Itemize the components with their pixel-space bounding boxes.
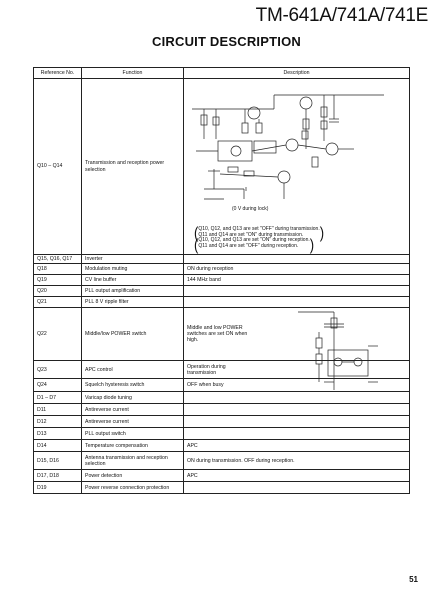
ref-cell: D13 xyxy=(33,427,82,441)
function-cell: Antireverse current xyxy=(81,403,184,417)
function-cell: APC control xyxy=(81,360,184,380)
model-number: TM-641A/741A/741E xyxy=(255,5,429,26)
function-cell: PLL 8 V ripple filter xyxy=(81,296,184,309)
ref-cell: Q24 xyxy=(33,378,82,393)
function-cell: PLL output amplification xyxy=(81,285,184,298)
description-cell: ON during transmission. OFF during recep… xyxy=(183,451,410,471)
ref-cell: D11 xyxy=(33,403,82,417)
column-header-reference: Reference No. xyxy=(33,67,82,79)
ref-cell: Q20 xyxy=(33,285,82,298)
ref-cell: Q22 xyxy=(33,307,82,362)
table-row: Q22 Middle/low POWER switch Middle and l… xyxy=(33,307,410,391)
description-cell: (0 V during lock) ( Q10, Q12, and Q13 ar… xyxy=(183,78,410,255)
function-cell: Modulation muting xyxy=(81,263,184,276)
lock-voltage-caption: (0 V during lock) xyxy=(232,206,269,212)
table-row: D11 Antireverse current xyxy=(33,403,410,417)
table-row: Q18 Modulation muting ON during receptio… xyxy=(33,263,410,276)
ref-cell: D17, D18 xyxy=(33,469,82,483)
function-cell: Power reverse connection protection xyxy=(81,481,184,495)
reception-note-line: Q11 and Q14 are set "OFF" during recepti… xyxy=(198,243,299,250)
description-cell xyxy=(183,285,410,298)
ref-cell: Q10 – Q14 xyxy=(33,78,82,255)
table-row: D14 Temperature compensation APC xyxy=(33,439,410,453)
description-cell xyxy=(183,415,410,429)
function-cell: CV line buffer xyxy=(81,274,184,287)
ref-cell: D15, D16 xyxy=(33,451,82,471)
table-row: Q24 Squelch hysteresis switch OFF when b… xyxy=(33,378,410,393)
q22-q23-schematic xyxy=(298,311,378,391)
ref-cell: Q19 xyxy=(33,274,82,287)
ref-cell: Q23 xyxy=(33,360,82,380)
ref-cell: D12 xyxy=(33,415,82,429)
description-cell xyxy=(183,253,410,265)
table-row: Q20 PLL output amplification xyxy=(33,285,410,298)
circuit-description-table: Reference No. Function Description Q10 –… xyxy=(33,67,410,495)
page-number: 51 xyxy=(409,575,418,584)
table-row: Q23 APC control Operation during transmi… xyxy=(33,360,410,380)
table-row: D17, D18 Power detection APC xyxy=(33,469,410,483)
table-row: D15, D16 Antenna transmission and recept… xyxy=(33,451,410,471)
table-row: D12 Antireverse current xyxy=(33,415,410,429)
function-cell: PLL output switch xyxy=(81,427,184,441)
function-cell: Power detection xyxy=(81,469,184,483)
description-cell: APC xyxy=(183,469,410,483)
ref-cell: D14 xyxy=(33,439,82,453)
function-cell: Inverter xyxy=(81,253,184,265)
description-cell xyxy=(183,427,410,441)
q23-description: Operation during transmission xyxy=(187,363,226,376)
transmission-note: ( Q10, Q12, and Q13 are set "OFF" during… xyxy=(194,223,409,242)
table-row: Q19 CV line buffer 144 MHz band xyxy=(33,274,410,287)
function-cell: Antenna transmission and reception selec… xyxy=(81,451,184,471)
reception-note: ( Q10, Q12, and Q13 are set "ON" during … xyxy=(194,235,409,254)
column-header-function: Function xyxy=(81,67,184,79)
function-cell: Antireverse current xyxy=(81,415,184,429)
table-row: Q15, Q16, Q17 Inverter xyxy=(33,253,410,265)
bracket-close-icon: ) xyxy=(309,235,315,254)
function-cell: Temperature compensation xyxy=(81,439,184,453)
description-cell: Middle and low POWER switches are set ON… xyxy=(183,307,410,391)
bracket-open-icon: ( xyxy=(194,223,199,242)
table-row: D13 PLL output switch xyxy=(33,427,410,441)
column-header-description: Description xyxy=(183,67,410,79)
ref-cell: D1 – D7 xyxy=(33,391,82,405)
ref-cell: Q18 xyxy=(33,263,82,276)
description-cell: 144 MHz band xyxy=(183,274,410,287)
bracket-open-icon: ( xyxy=(194,235,199,254)
table-row: D1 – D7 Varicap diode tuning xyxy=(33,391,410,405)
reception-note-line: Q10, Q12, and Q13 are set "ON" during re… xyxy=(198,237,310,244)
ref-cell: Q21 xyxy=(33,296,82,309)
table-row: D19 Power reverse connection protection xyxy=(33,481,410,495)
ref-cell: Q15, Q16, Q17 xyxy=(33,253,82,265)
function-cell: Varicap diode tuning xyxy=(81,391,184,405)
power-selection-schematic xyxy=(192,94,384,200)
ref-cell: D19 xyxy=(33,481,82,495)
bracket-close-icon: ) xyxy=(319,223,325,242)
table-header-row: Reference No. Function Description xyxy=(33,67,410,79)
q22-description: Middle and low POWER switches are set ON… xyxy=(187,324,248,344)
description-cell xyxy=(183,481,410,495)
transmission-note-line: Q11 and Q14 are set "ON" during transmis… xyxy=(198,231,304,238)
section-title: CIRCUIT DESCRIPTION xyxy=(152,34,301,49)
description-cell: APC xyxy=(183,439,410,453)
function-cell: Transmission and reception power selecti… xyxy=(81,78,184,255)
description-cell: ON during reception xyxy=(183,263,410,276)
transmission-note-line: Q10, Q12, and Q13 are set "OFF" during t… xyxy=(198,225,320,232)
function-cell: Squelch hysteresis switch xyxy=(81,378,184,393)
function-cell: Middle/low POWER switch xyxy=(81,307,184,362)
description-cell xyxy=(183,403,410,417)
table-row: Q10 – Q14 Transmission and reception pow… xyxy=(33,78,410,255)
